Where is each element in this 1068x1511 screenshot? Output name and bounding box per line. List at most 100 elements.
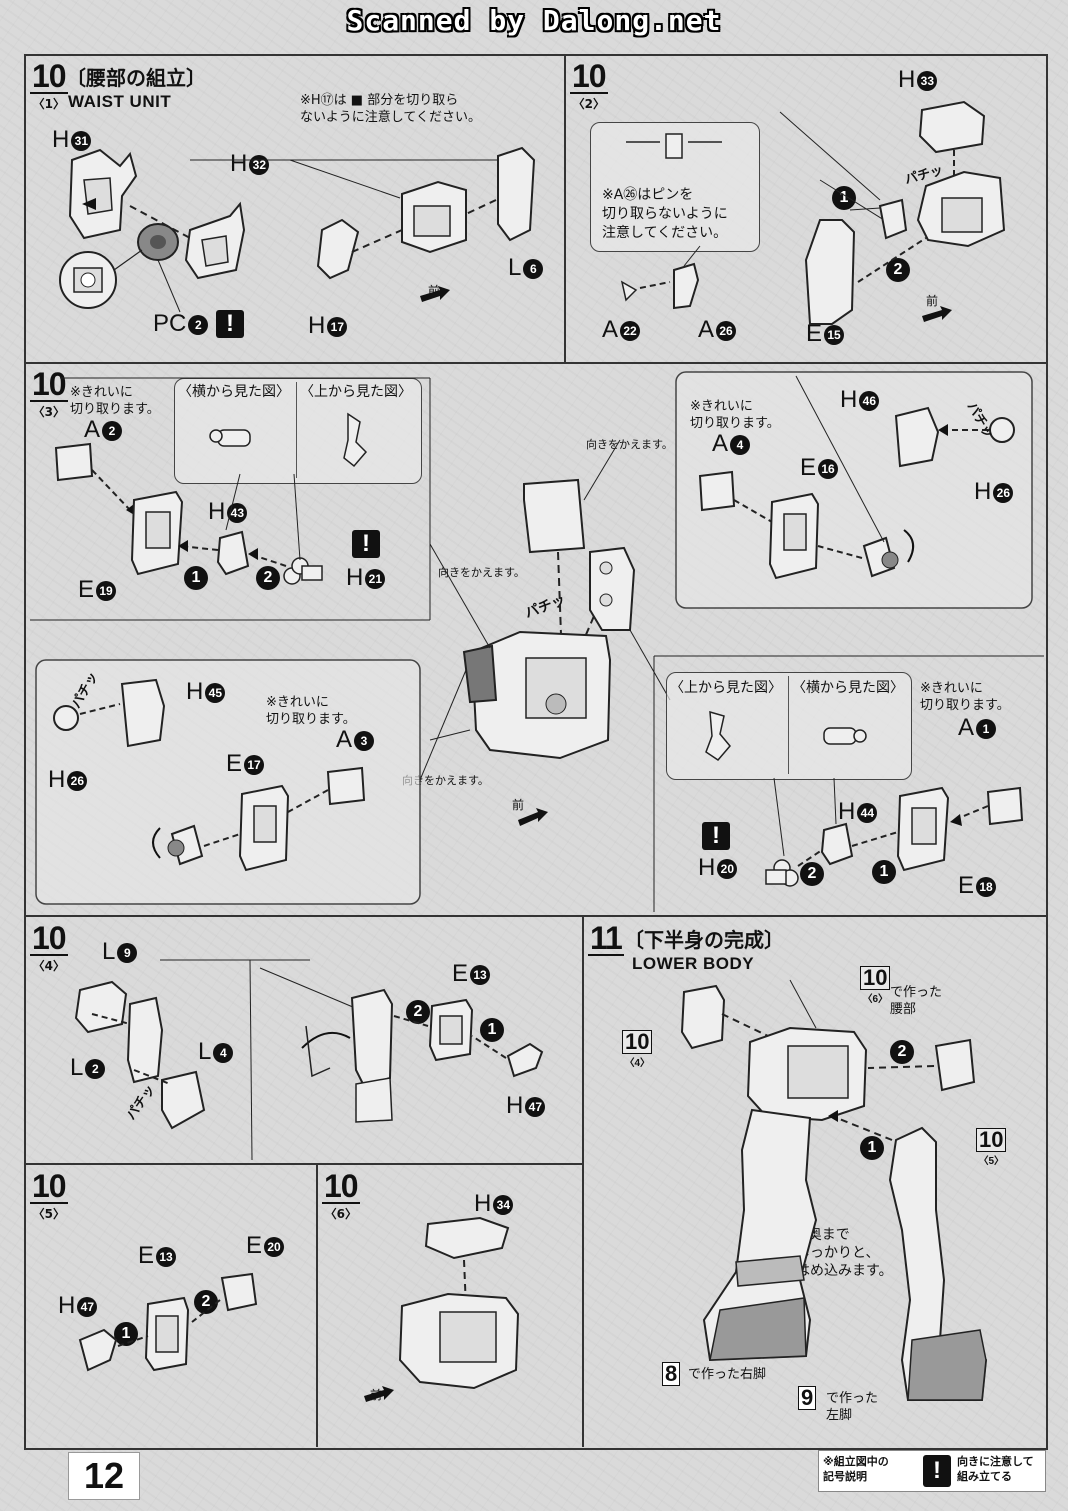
step-11-title-en: LOWER BODY bbox=[632, 954, 755, 973]
step-number: 10 bbox=[570, 58, 608, 94]
step-marker-1: 1 bbox=[872, 860, 896, 884]
step-10-1: 10 〈1〉 bbox=[30, 60, 68, 112]
top-view-title-right: 〈上から見た図〉 bbox=[670, 680, 782, 696]
front-label: 前 bbox=[926, 294, 939, 308]
right-leg-ref: 8 bbox=[662, 1362, 681, 1386]
note-h17: ※H⑰は ■ 部分を切り取ら ないように注意してください。 bbox=[300, 93, 481, 125]
divider-col-bottom bbox=[582, 915, 584, 1447]
legend-title: ※組立図中の記号説明 bbox=[823, 1455, 889, 1483]
substep-number: 〈4〉 bbox=[32, 959, 65, 973]
scanner-header: Scanned by Dalong.net bbox=[346, 4, 722, 37]
step-marker-2: 2 bbox=[406, 1000, 430, 1024]
step-number: 11 bbox=[588, 920, 624, 956]
step-10-3: 10 〈3〉 bbox=[30, 368, 68, 420]
ref-step-10-4: 10〈4〉 bbox=[622, 1030, 653, 1069]
clean-cut-note-a4: ※きれいに切り取ります。 bbox=[690, 399, 780, 431]
substep-number: 〈2〉 bbox=[572, 97, 605, 111]
step-11-title-jp: 〔下半身の完成〕 bbox=[624, 928, 784, 952]
step-number: 10 bbox=[30, 58, 68, 94]
page-number: 12 bbox=[68, 1452, 140, 1500]
step-marker-1: 1 bbox=[114, 1322, 138, 1346]
sub-box-left-bottom bbox=[35, 659, 467, 905]
clean-cut-note-a1: ※きれいに切り取ります。 bbox=[920, 681, 1010, 713]
step-marker-2: 2 bbox=[800, 862, 824, 886]
caution-icon: ! bbox=[216, 310, 244, 338]
substep-number: 〈6〉 bbox=[324, 1207, 357, 1221]
step-10-5-drawing bbox=[78, 1272, 258, 1372]
left-leg-text: で作った左脚 bbox=[826, 1391, 879, 1423]
step-10-5: 10 〈5〉 bbox=[30, 1170, 68, 1222]
step-10-2-drawing bbox=[620, 100, 1006, 325]
step-10-4-drawing bbox=[74, 959, 544, 1161]
ref-step-10-5: 10〈5〉 bbox=[976, 1128, 1007, 1167]
view-box-divider bbox=[296, 382, 297, 478]
step-number: 10 bbox=[30, 366, 68, 402]
divider-col-top bbox=[564, 54, 566, 364]
step-10-2: 10 〈2〉 bbox=[570, 60, 608, 112]
sub-box-right-top bbox=[675, 371, 1033, 609]
substep-number: 〈5〉 bbox=[32, 1207, 65, 1221]
caution-icon: ! bbox=[352, 530, 380, 558]
front-label: 前 bbox=[512, 798, 525, 812]
step-number: 10 bbox=[30, 920, 68, 956]
step-marker-1: 1 bbox=[184, 566, 208, 590]
divider-row2 bbox=[24, 915, 1046, 917]
step-10-3-left-drawing bbox=[30, 377, 431, 621]
step-10-4: 10 〈4〉 bbox=[30, 922, 68, 974]
step-11: 11 bbox=[588, 922, 624, 956]
ref-step-10-6: 10〈6〉 bbox=[860, 966, 891, 1005]
view-box-right bbox=[666, 672, 912, 780]
step-10-3-center-drawing bbox=[429, 439, 671, 826]
step-marker-2: 2 bbox=[886, 258, 910, 282]
clean-cut-note-a2: ※きれいに切り取ります。 bbox=[70, 385, 160, 417]
step-10-1-title-en: WAIST UNIT bbox=[68, 92, 172, 111]
turn-label-top: 向きをかえます。 bbox=[586, 438, 673, 451]
top-view-title: 〈上から見た図〉 bbox=[300, 384, 412, 400]
side-view-title: 〈横から見た図〉 bbox=[178, 384, 290, 400]
ref-10-6-text: で作った腰部 bbox=[890, 985, 943, 1017]
step-number: 10 bbox=[322, 1168, 360, 1204]
caution-icon: ! bbox=[923, 1455, 951, 1487]
right-leg-text: で作った右脚 bbox=[688, 1367, 767, 1382]
substep-number: 〈3〉 bbox=[32, 405, 65, 419]
step-10-1-title-jp: 〔腰部の組立〕 bbox=[66, 66, 206, 90]
symbol-legend: ※組立図中の記号説明 ! 向きに注意して組み立てる bbox=[818, 1450, 1046, 1492]
step-10-6-drawing bbox=[364, 1216, 520, 1402]
substep-number: 〈1〉 bbox=[32, 97, 65, 111]
step-marker-2: 2 bbox=[194, 1290, 218, 1314]
step-number: 10 bbox=[30, 1168, 68, 1204]
caution-icon: ! bbox=[702, 822, 730, 850]
divider-row1 bbox=[24, 362, 1046, 364]
clean-cut-note-a3: ※きれいに切り取ります。 bbox=[266, 695, 356, 727]
divider-col-105-106 bbox=[316, 1163, 318, 1447]
step-11-drawing bbox=[680, 979, 988, 1401]
step-10-1-drawing bbox=[59, 146, 536, 313]
step-marker-1: 1 bbox=[480, 1018, 504, 1042]
view-box-divider-right bbox=[788, 676, 789, 774]
